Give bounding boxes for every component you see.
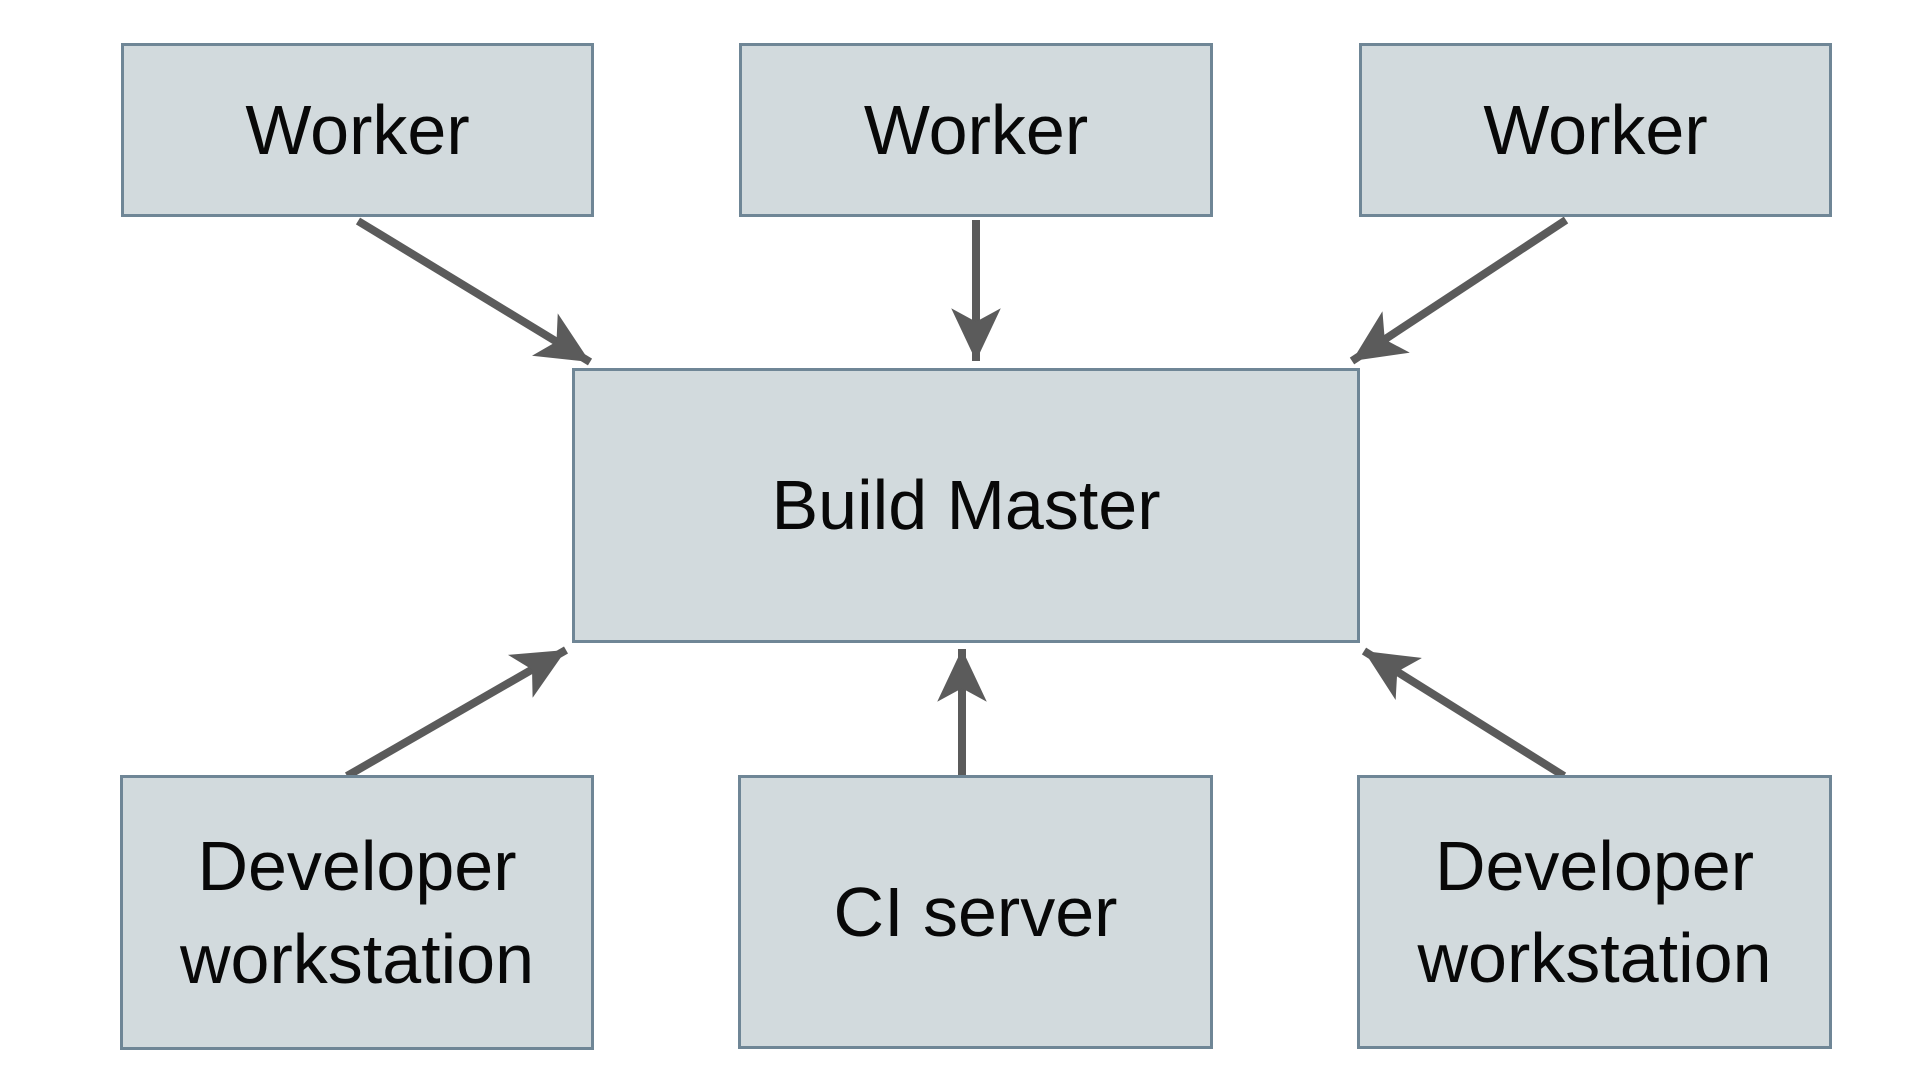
node-build-master: Build Master (572, 368, 1360, 643)
arrow-worker3-to-build-master (1349, 216, 1569, 365)
node-worker-2: Worker (739, 43, 1213, 217)
arrow-developer-workstation-right-to-build-master (1361, 647, 1567, 780)
node-worker-1: Worker (121, 43, 594, 217)
node-build-master-label: Build Master (771, 466, 1161, 545)
node-developer-workstation-left: Developer workstation (120, 775, 594, 1050)
node-ci-server: CI server (738, 775, 1213, 1049)
node-developer-workstation-right: Developer workstation (1357, 775, 1832, 1049)
node-developer-workstation-right-label: Developer workstation (1417, 826, 1772, 997)
arrow-developer-workstation-left-to-build-master (345, 646, 568, 780)
node-worker-1-label: Worker (245, 90, 470, 169)
node-ci-server-label: CI server (833, 872, 1118, 951)
node-worker-3: Worker (1359, 43, 1832, 217)
arrow-worker1-to-build-master (355, 217, 593, 366)
node-developer-workstation-left-label: Developer workstation (179, 827, 535, 998)
node-worker-2-label: Worker (863, 90, 1089, 169)
node-worker-3-label: Worker (1483, 90, 1708, 169)
